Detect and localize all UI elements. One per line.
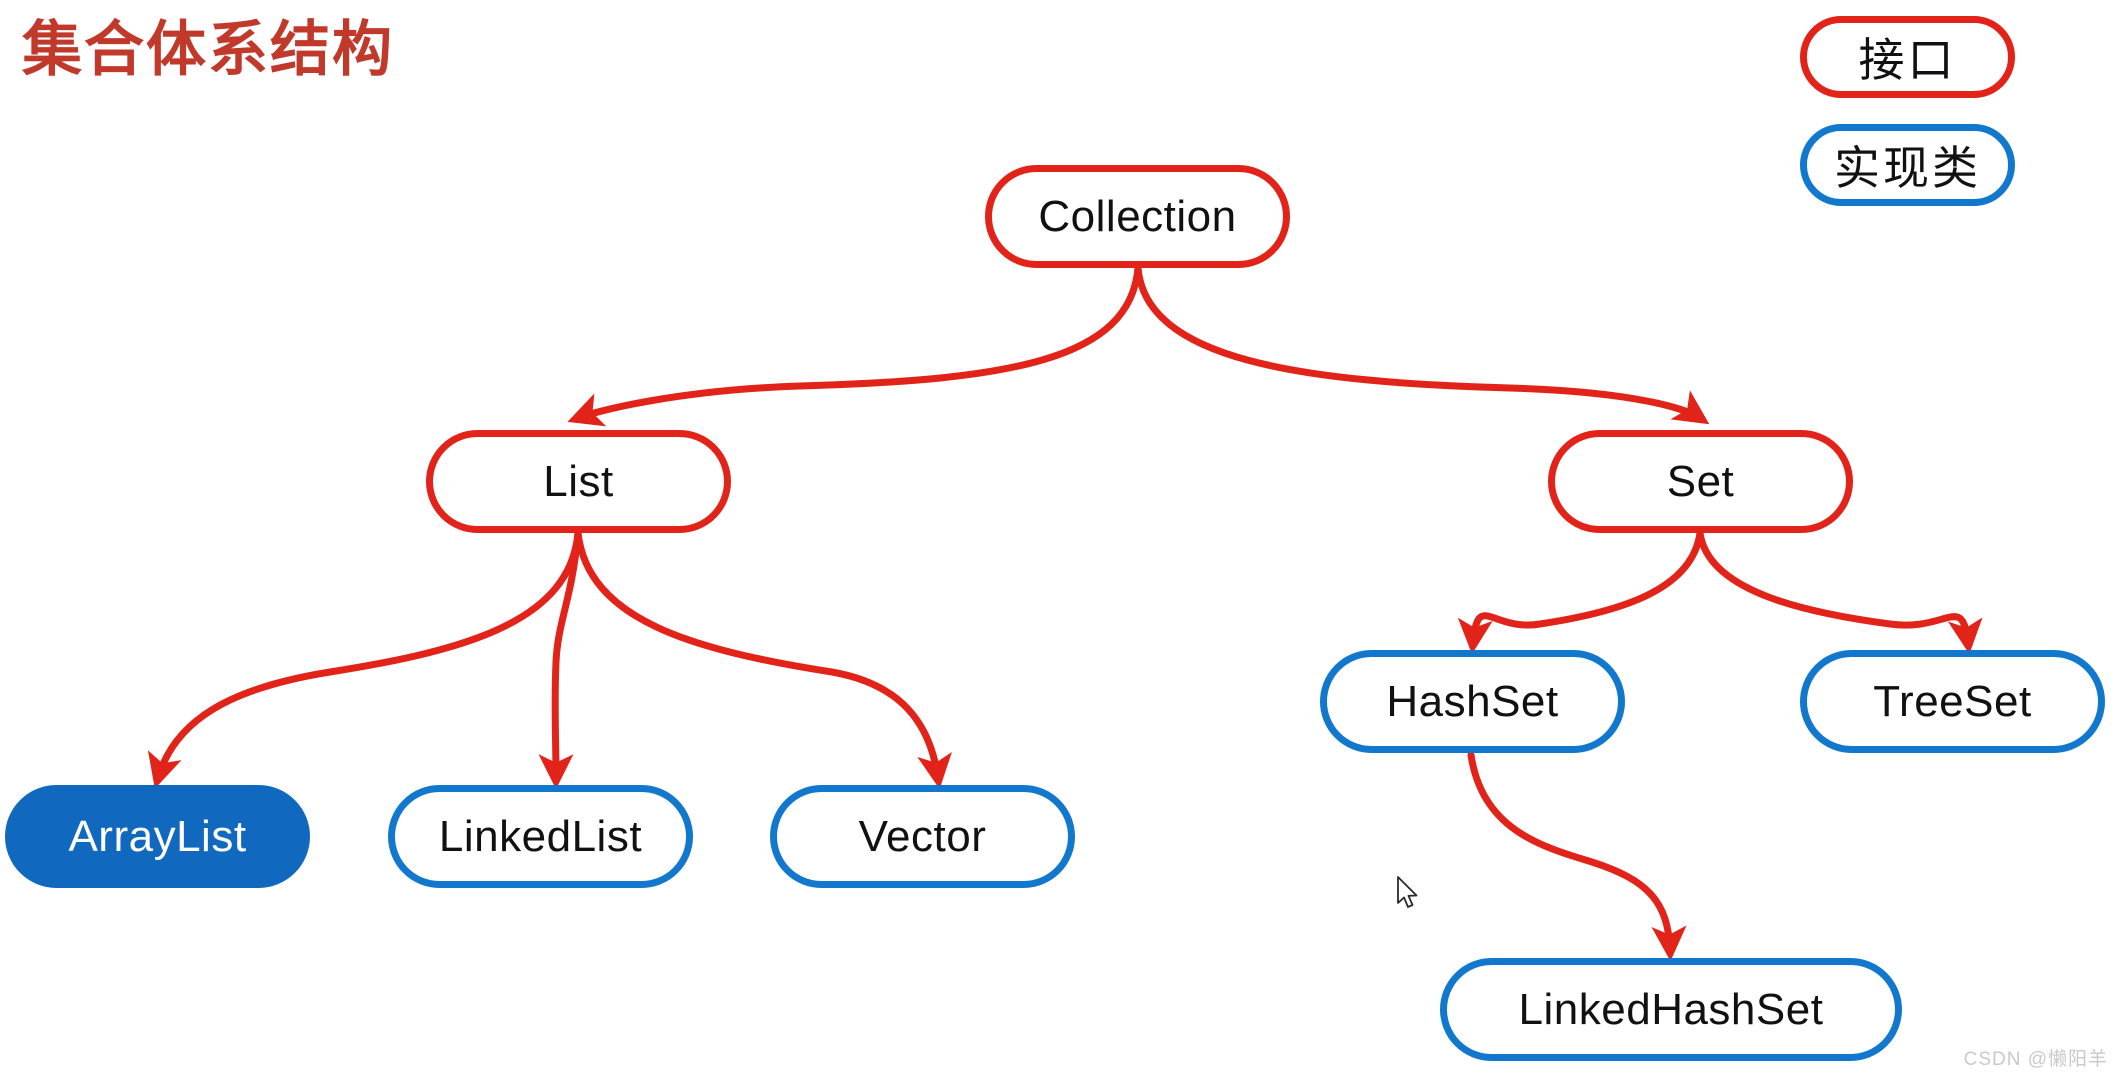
mouse-cursor-icon — [1397, 876, 1418, 908]
node-linkedhashset[interactable]: LinkedHashSet — [1440, 958, 1902, 1061]
node-set-label: Set — [1666, 456, 1735, 506]
node-arraylist-label: ArrayList — [68, 811, 247, 861]
legend-implementation-class: 实现类 — [1800, 124, 2015, 206]
page-title: 集合体系结构 — [22, 16, 394, 83]
watermark: CSDN @懒阳羊 — [1963, 1049, 2108, 1070]
node-arraylist[interactable]: ArrayList — [5, 785, 310, 888]
node-linkedlist[interactable]: LinkedList — [388, 785, 693, 888]
legend-implementation-class-label: 实现类 — [1834, 142, 1981, 194]
legend-interface-label: 接口 — [1858, 34, 1957, 86]
node-hashset[interactable]: HashSet — [1320, 650, 1625, 753]
edge-list-arraylist — [147, 529, 582, 789]
node-set[interactable]: Set — [1548, 430, 1853, 533]
edge-collection-set — [1134, 264, 1710, 425]
node-collection-label: Collection — [1038, 191, 1237, 241]
node-linkedlist-label: LinkedList — [438, 811, 643, 861]
node-vector[interactable]: Vector — [770, 785, 1075, 888]
node-list[interactable]: List — [426, 430, 731, 533]
edge-list-vector — [574, 529, 952, 790]
node-vector-label: Vector — [858, 811, 987, 861]
node-treeset[interactable]: TreeSet — [1800, 650, 2105, 753]
node-linkedhashset-label: LinkedHashSet — [1518, 984, 1824, 1034]
edge-collection-list — [567, 264, 1142, 427]
node-treeset-label: TreeSet — [1873, 676, 2032, 726]
legend-interface: 接口 — [1800, 16, 2015, 98]
node-collection[interactable]: Collection — [985, 165, 1290, 268]
edge-hashset-linkedhashset — [1467, 751, 1687, 962]
edge-list-linkedlist — [538, 529, 582, 790]
edge-set-hashset — [1457, 529, 1704, 655]
edge-set-treeset — [1696, 529, 1983, 655]
node-hashset-label: HashSet — [1386, 676, 1559, 726]
node-list-label: List — [543, 456, 614, 506]
